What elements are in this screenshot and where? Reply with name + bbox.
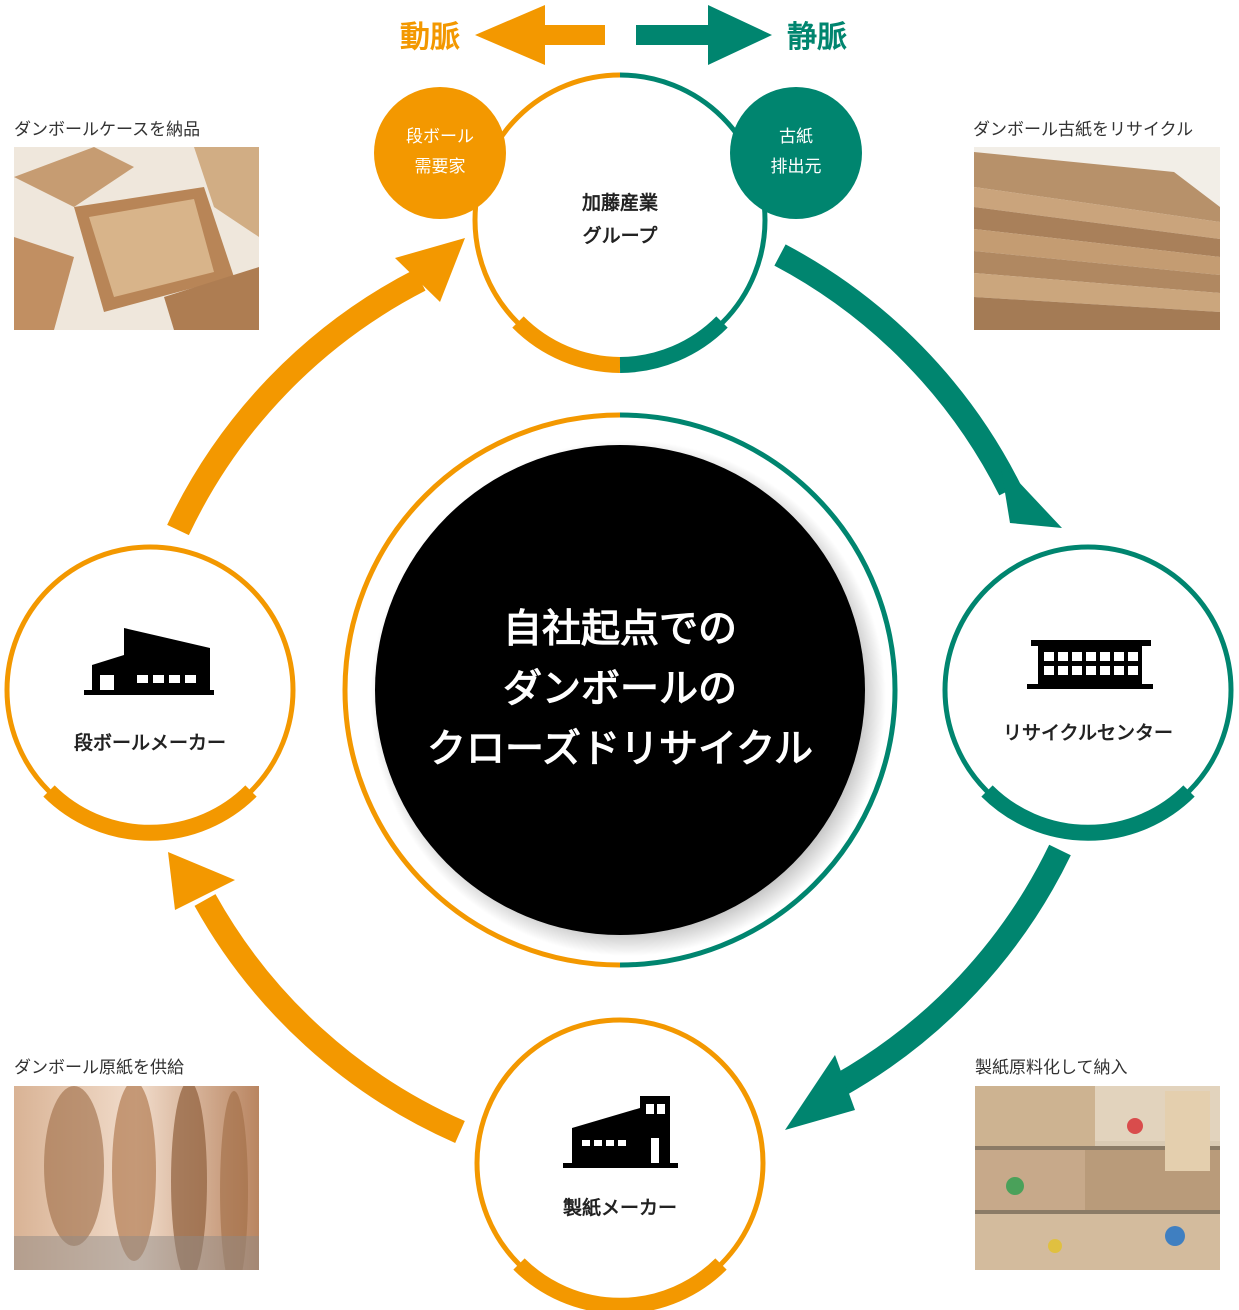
caption-top-right: ダンボール古紙をリサイクル [973, 120, 1194, 140]
node-demand-line1: 段ボール [406, 127, 474, 147]
arrow-top-right [774, 244, 1062, 528]
node-demand-label: 段ボール 需要家 [374, 122, 506, 182]
node-discharge-line2: 排出元 [770, 157, 822, 177]
arterial-label: 動脈 [400, 20, 460, 55]
paper-factory-icon [563, 1096, 678, 1168]
node-kato-group [472, 72, 768, 373]
baled-waste-paper-photo [975, 1086, 1220, 1270]
paper-roll-photo [14, 1086, 259, 1270]
arrow-top-left [167, 238, 465, 536]
center-title: 自社起点での ダンボールの クローズドリサイクル [375, 600, 865, 780]
venous-label: 静脈 [787, 20, 847, 55]
center-title-line3: クローズドリサイクル [426, 727, 814, 772]
node-paper-maker-label: 製紙メーカー [562, 1197, 677, 1219]
node-discharge-line1: 古紙 [779, 127, 813, 147]
paper-roll-photo-art [14, 1086, 259, 1270]
factory-icon [84, 628, 214, 695]
arrow-bottom-right [785, 844, 1071, 1130]
node-kato-label: 加藤産業 グループ [530, 187, 710, 253]
venous-arrow [636, 5, 772, 65]
caption-bottom-right: 製紙原料化して納入 [975, 1058, 1128, 1078]
center-ring [342, 412, 898, 968]
node-discharge-label: 古紙 排出元 [730, 122, 862, 182]
cardboard-box-photo-art [14, 147, 259, 330]
node-discharge-circle [730, 87, 862, 219]
baled-waste-paper-photo-art [975, 1086, 1220, 1270]
node-cardboard-maker-label: 段ボールメーカー [73, 732, 226, 754]
node-recycle-center [942, 544, 1234, 841]
node-demand-circle [374, 87, 506, 219]
caption-bottom-left: ダンボール原紙を供給 [14, 1058, 184, 1078]
node-kato-line1: 加藤産業 [581, 192, 658, 214]
stacked-cardboard-photo-art [974, 147, 1220, 330]
node-demand-line2: 需要家 [414, 157, 466, 177]
center-disc [375, 445, 865, 935]
center-title-line1: 自社起点での [502, 607, 737, 652]
node-kato-line2: グループ [582, 225, 658, 247]
office-building-icon [1027, 640, 1153, 689]
stacked-cardboard-photo [974, 147, 1220, 330]
arrow-bottom-left [168, 852, 465, 1143]
center-title-line2: ダンボールの [502, 667, 737, 712]
node-recycle-center-label: リサイクルセンター [1002, 722, 1174, 744]
arterial-arrow [475, 5, 605, 65]
cardboard-box-photo [14, 147, 259, 330]
caption-top-left: ダンボールケースを納品 [14, 120, 201, 140]
